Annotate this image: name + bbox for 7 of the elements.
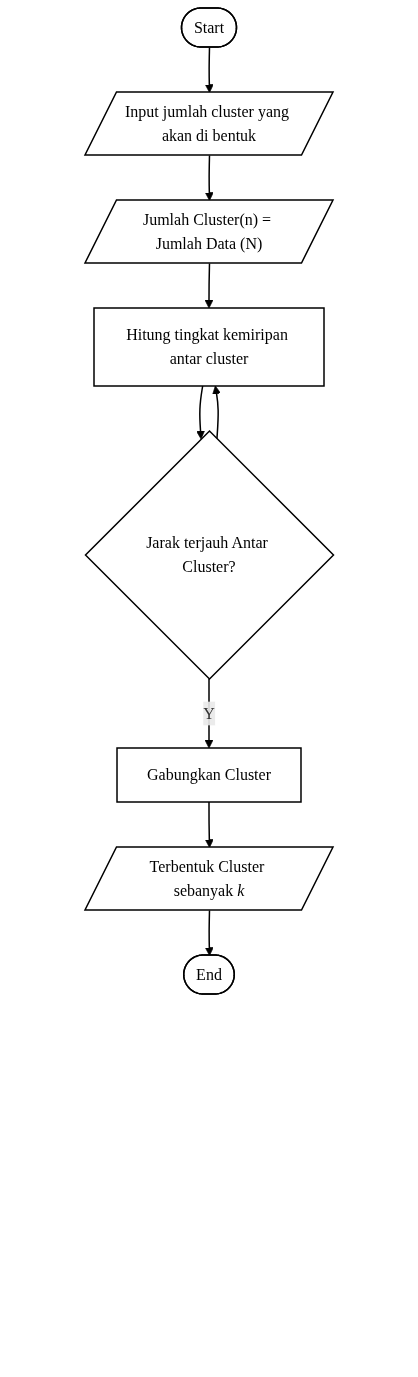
node-box: Hitung tingkat kemiripan antar cluster [93,307,325,387]
arrow [204,46,214,93]
node-diamond: Jarak terjauh Antar Cluster? [84,429,335,681]
edge-label: Y [202,704,215,722]
arrow [195,385,205,440]
arrow [204,801,214,848]
node-box: Gabungkan Cluster [116,747,302,803]
